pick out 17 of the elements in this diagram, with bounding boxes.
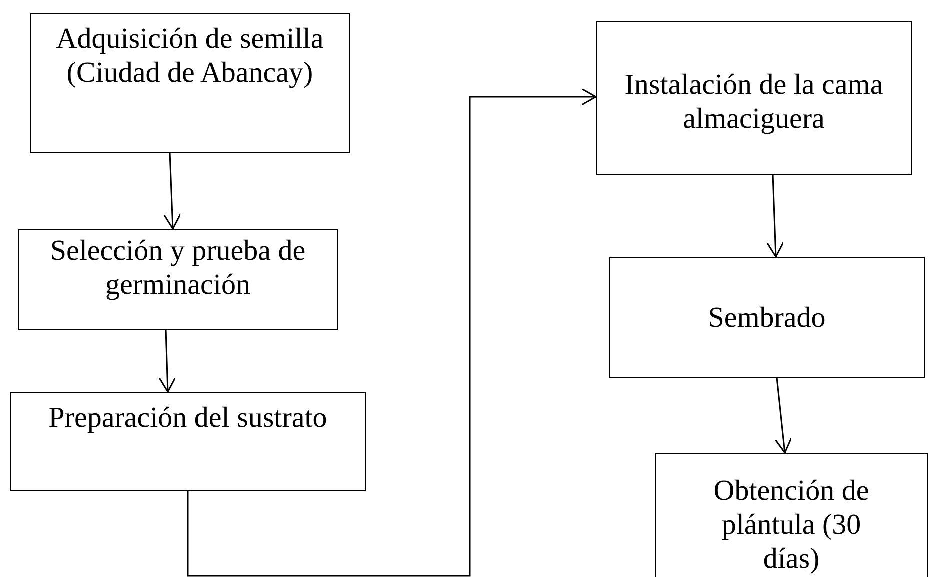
arrow	[187, 88, 597, 577]
arrow	[164, 152, 182, 230]
process-box	[609, 257, 925, 378]
step-text: Sembrado	[708, 300, 826, 334]
step-text: Instalación de la cama almaciguera	[624, 68, 884, 136]
arrow	[766, 174, 784, 258]
step-text: Selección y prueba de germinación	[49, 234, 307, 302]
process-box	[596, 21, 912, 175]
arrow	[774, 378, 792, 454]
process-box	[30, 13, 350, 153]
step-text: Preparación del sustrato	[48, 401, 328, 435]
arrow	[158, 330, 176, 393]
process-box	[655, 453, 928, 577]
process-box	[18, 229, 338, 330]
step-text: Adquisición de semilla (Ciudad de Abancay)	[55, 22, 325, 90]
step-text: Obtención de plántula (30 días)	[712, 474, 870, 576]
process-box	[10, 392, 366, 491]
